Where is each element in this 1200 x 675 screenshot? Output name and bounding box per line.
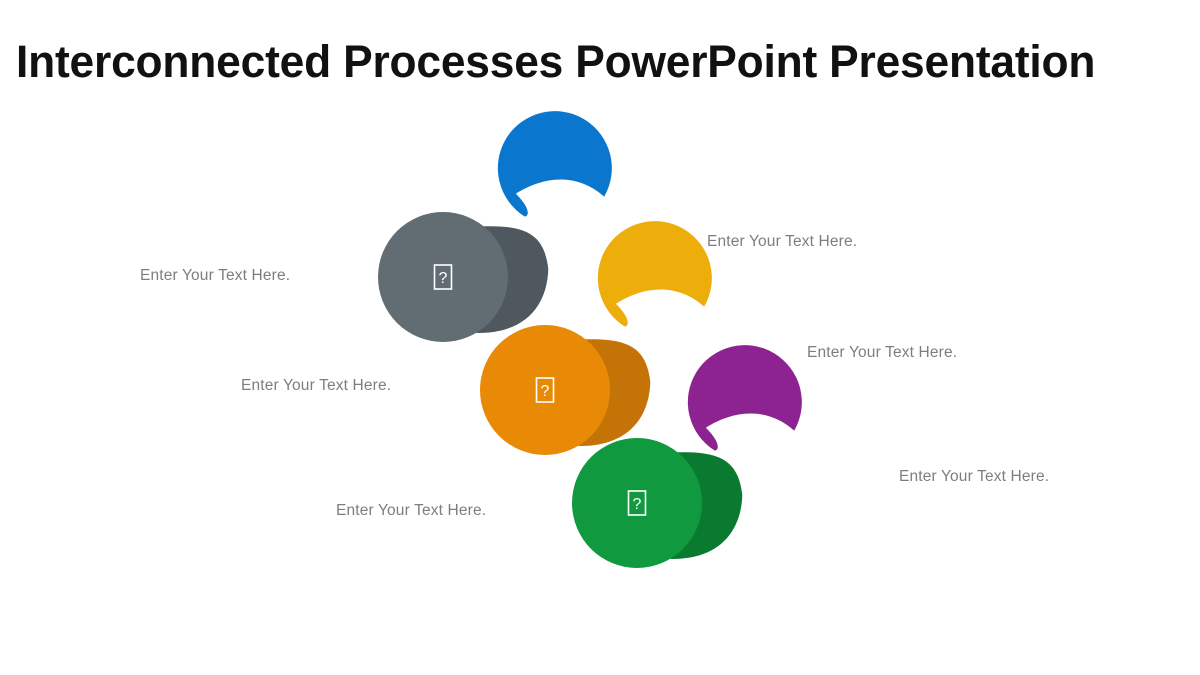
svg-text:?: ? bbox=[439, 270, 448, 287]
svg-text:?: ? bbox=[760, 472, 769, 489]
node-glyph: ? bbox=[535, 377, 555, 403]
callout-orange[interactable]: Enter Your Text Here. bbox=[241, 377, 392, 394]
svg-text:?: ? bbox=[670, 348, 679, 365]
process-node-purple[interactable]: ? bbox=[687, 345, 802, 492]
node-glyph: ? bbox=[627, 490, 647, 516]
node-glyph: ? bbox=[664, 342, 684, 368]
process-node-gray[interactable]: ? bbox=[378, 212, 508, 342]
process-node-blue[interactable]: ? bbox=[497, 111, 612, 258]
process-pair-top: ?? bbox=[378, 111, 612, 342]
process-pair-bottom: ?? bbox=[572, 345, 802, 568]
callout-green[interactable]: Enter Your Text Here. bbox=[336, 502, 487, 519]
svg-text:?: ? bbox=[633, 496, 642, 513]
process-node-orange[interactable]: ? bbox=[480, 325, 610, 455]
callout-yellow[interactable]: Enter Your Text Here. bbox=[807, 344, 958, 361]
process-pair-middle: ?? bbox=[480, 221, 712, 455]
svg-text:?: ? bbox=[570, 238, 579, 255]
callout-purple[interactable]: Enter Your Text Here. bbox=[899, 468, 1050, 485]
node-glyph: ? bbox=[433, 264, 453, 290]
node-glyph: ? bbox=[564, 232, 584, 258]
process-node-green[interactable]: ? bbox=[572, 438, 702, 568]
svg-text:?: ? bbox=[541, 383, 550, 400]
process-node-yellow[interactable]: ? bbox=[597, 221, 712, 368]
callout-blue[interactable]: Enter Your Text Here. bbox=[707, 233, 858, 250]
callout-gray[interactable]: Enter Your Text Here. bbox=[140, 267, 291, 284]
node-glyph: ? bbox=[754, 466, 774, 492]
page-title: Interconnected Processes PowerPoint Pres… bbox=[16, 36, 1096, 88]
